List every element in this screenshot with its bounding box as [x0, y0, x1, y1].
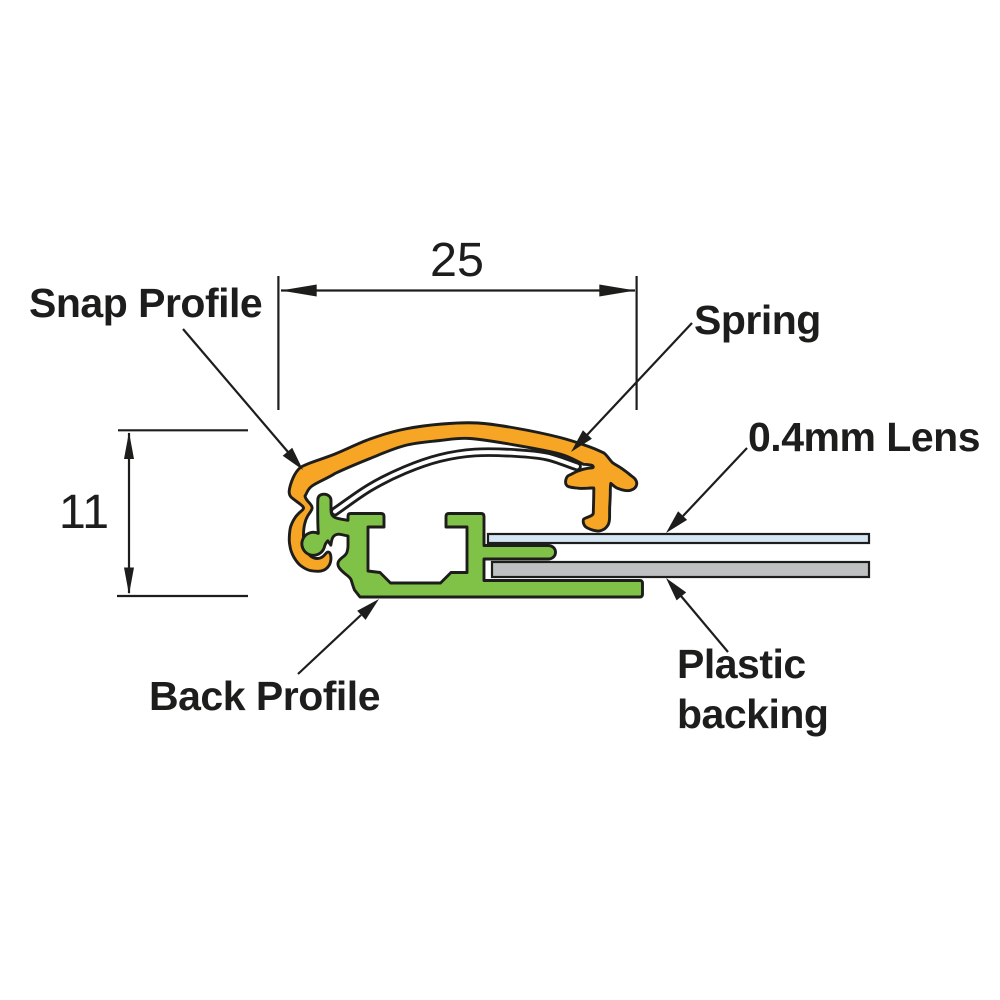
- svg-text:11: 11: [59, 485, 109, 539]
- svg-text:Spring: Spring: [694, 297, 821, 343]
- svg-text:25: 25: [430, 233, 484, 287]
- svg-text:0.4mm Lens: 0.4mm Lens: [748, 414, 980, 460]
- svg-text:Snap Profile: Snap Profile: [29, 280, 262, 326]
- svg-text:Plastic: Plastic: [677, 641, 806, 687]
- svg-text:backing: backing: [677, 691, 828, 737]
- svg-text:Back Profile: Back Profile: [149, 673, 380, 719]
